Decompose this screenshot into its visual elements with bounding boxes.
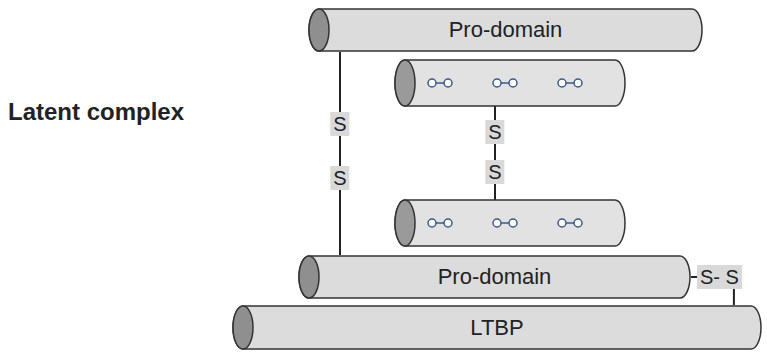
sulfur-label: S- S	[697, 265, 742, 289]
sulfur-label: S	[330, 166, 349, 190]
domain-label: Pro-domain	[438, 264, 552, 290]
disulfide-bond	[339, 52, 341, 255]
small-cylinder	[395, 200, 625, 246]
cylinder-domain: Pro-domain	[298, 255, 691, 299]
domain-label: Pro-domain	[449, 17, 563, 43]
sulfur-label: S	[485, 160, 504, 184]
sulfur-label: S	[330, 112, 349, 136]
cylinder-domain: LTBP	[232, 305, 762, 350]
domain-label: LTBP	[470, 315, 523, 341]
bond-symbols	[428, 79, 582, 227]
small-cylinder	[395, 60, 625, 106]
complex-title: Latent complex	[8, 98, 184, 126]
cylinder-domain: Pro-domain	[308, 8, 703, 52]
sulfur-label: S	[485, 120, 504, 144]
